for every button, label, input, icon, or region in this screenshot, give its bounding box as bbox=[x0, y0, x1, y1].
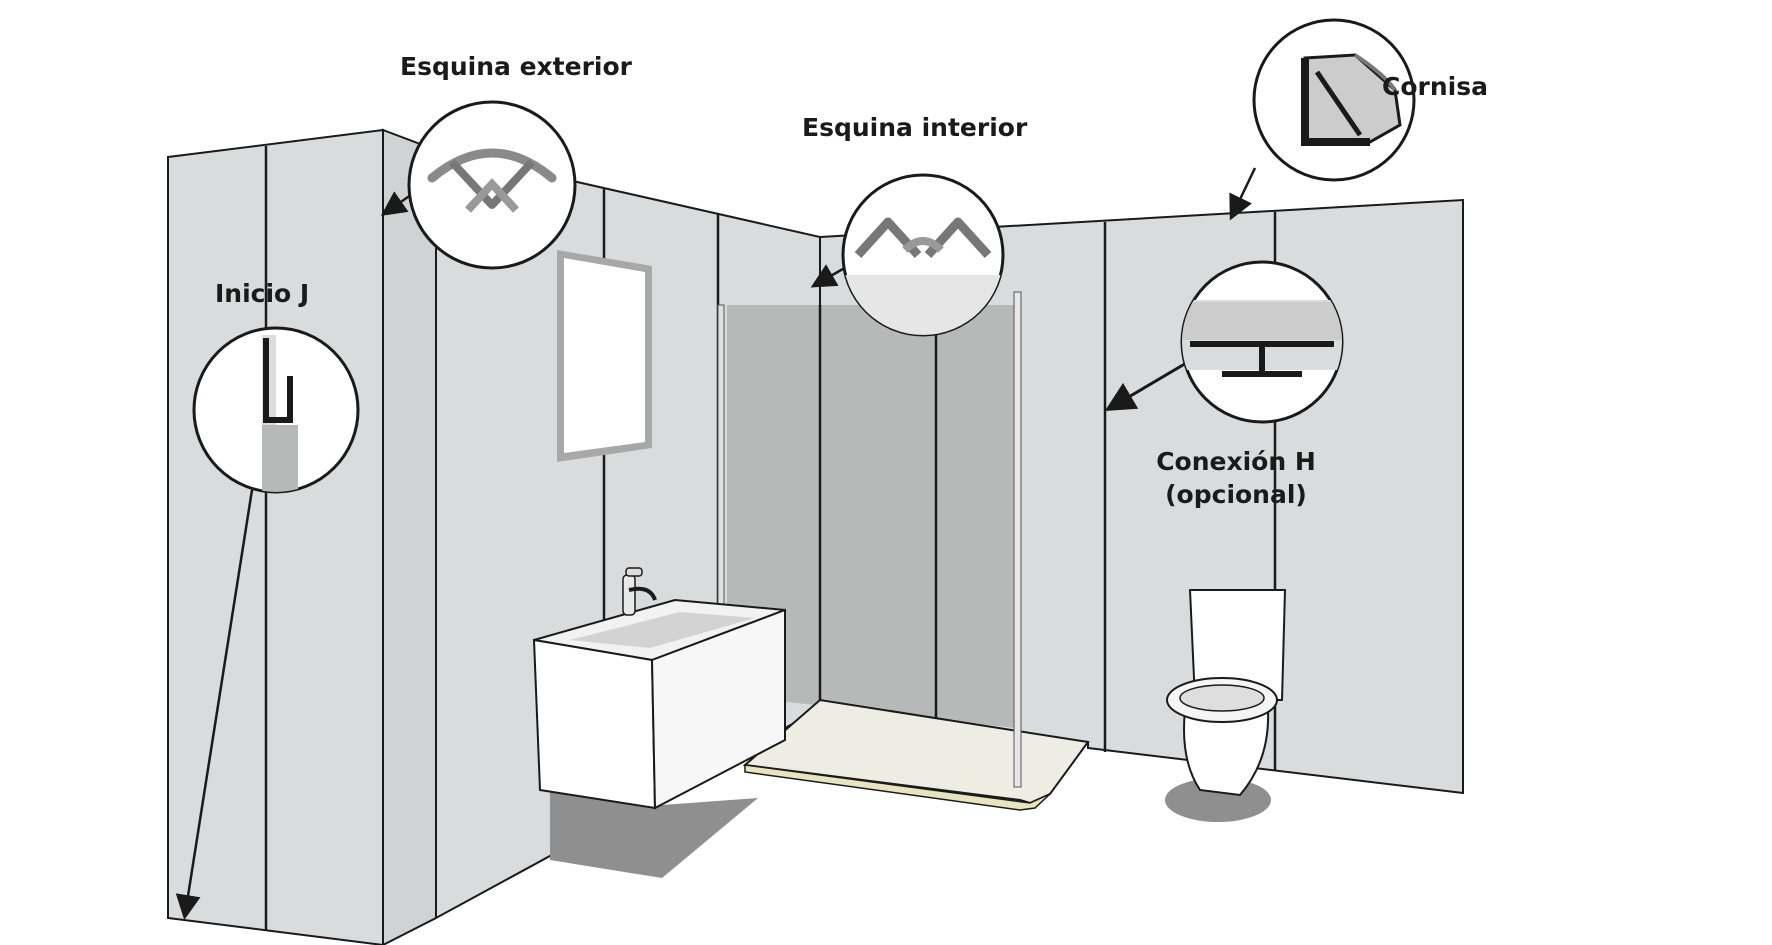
toilet-base bbox=[1183, 709, 1270, 797]
cornice-arrow bbox=[1229, 167, 1257, 221]
cornice-label: Cornisa bbox=[1382, 72, 1488, 101]
outer-corner-profile-icon bbox=[427, 148, 557, 183]
h-connection-optional-label: (opcional) bbox=[1165, 480, 1307, 509]
mirror-glass bbox=[564, 258, 645, 453]
basin bbox=[570, 612, 755, 648]
h-connection-arrow bbox=[1104, 360, 1189, 412]
shower-tray-edge bbox=[744, 764, 1051, 811]
vanity-shadow bbox=[550, 790, 758, 878]
faucet-spout bbox=[628, 586, 657, 601]
j-start-label: Inicio J bbox=[215, 279, 309, 308]
shower-back-panel bbox=[727, 305, 1015, 728]
vanity-sink bbox=[532, 567, 786, 878]
left-wall-panels bbox=[167, 128, 384, 945]
left-wall bbox=[167, 128, 437, 945]
j-start-callout bbox=[192, 326, 360, 494]
mirror bbox=[557, 250, 652, 462]
outer-corner-label: Esquina exterior bbox=[400, 52, 633, 81]
faucet-lever bbox=[625, 567, 643, 577]
shower-glass-frame-right bbox=[1013, 291, 1022, 788]
vanity-side bbox=[650, 608, 786, 810]
outer-corner-face bbox=[382, 128, 437, 945]
inner-corner-callout bbox=[841, 173, 1005, 337]
toilet-bowl bbox=[1179, 684, 1265, 712]
toilet bbox=[1165, 589, 1287, 822]
faucet-body bbox=[622, 574, 636, 616]
shower-glass-frame-left bbox=[717, 304, 725, 606]
h-connection-callout bbox=[1180, 260, 1344, 424]
j-start-arrow bbox=[175, 489, 254, 920]
leader-lines bbox=[175, 167, 1257, 920]
outer-corner-callout bbox=[407, 100, 577, 270]
h-connection-label: Conexión H bbox=[1156, 447, 1316, 476]
shower bbox=[717, 291, 1090, 811]
j-start-profile-icon bbox=[263, 338, 293, 423]
cornice-callout bbox=[1252, 18, 1416, 182]
vanity-front bbox=[532, 638, 657, 810]
toilet-tank bbox=[1188, 589, 1287, 701]
inner-corner-label: Esquina interior bbox=[802, 113, 1028, 142]
h-connection-profile-icon bbox=[1190, 341, 1334, 377]
